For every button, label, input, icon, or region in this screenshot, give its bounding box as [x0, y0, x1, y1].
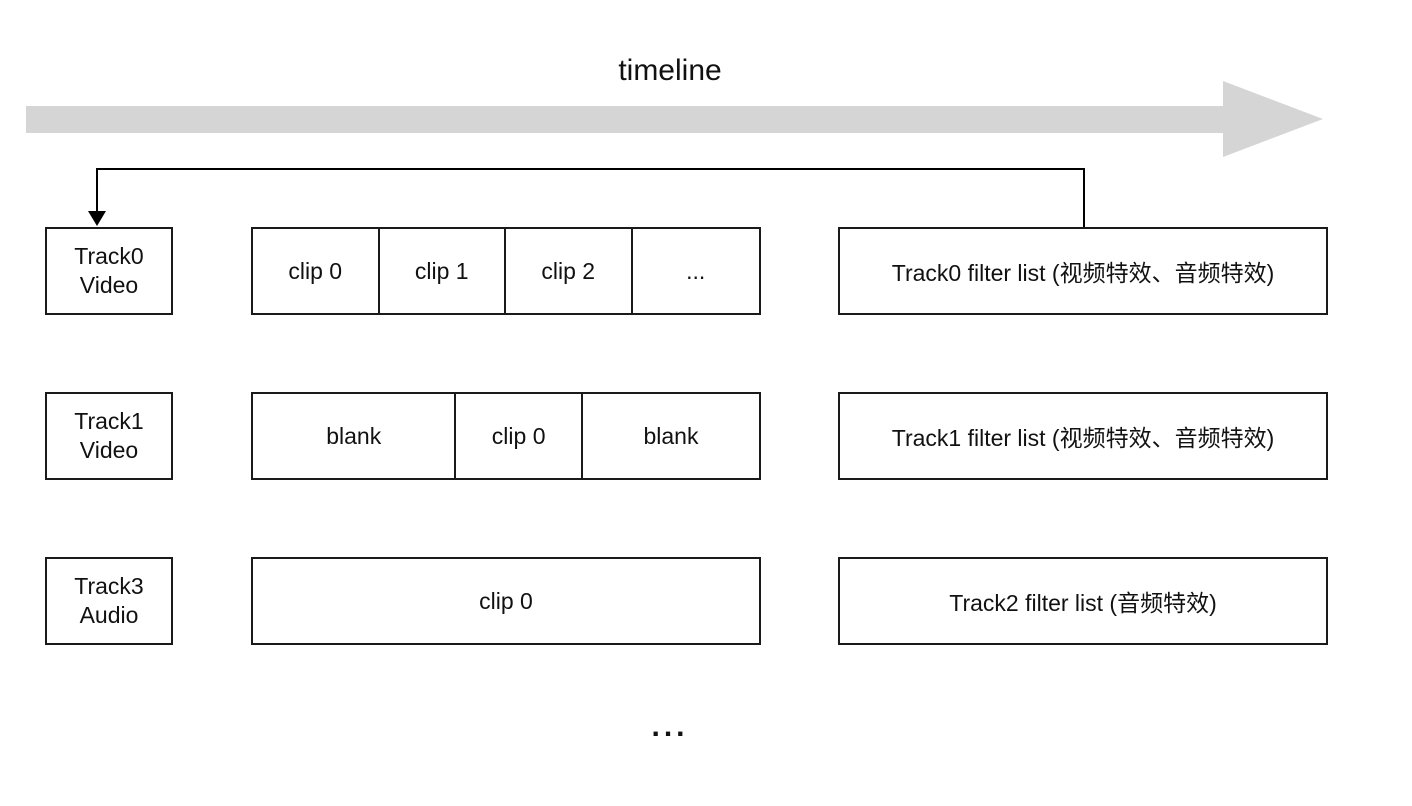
track0-clip-bar: clip 0 clip 1 clip 2 ... — [251, 227, 761, 315]
track0-filter-list-box: Track0 filter list (视频特效、音频特效) — [838, 227, 1328, 315]
more-tracks-ellipsis: ... — [651, 710, 689, 743]
track1-blank-1: blank — [643, 422, 699, 449]
track1-clip-0: clip 0 — [456, 394, 583, 478]
track0-clip-2: clip 2 — [506, 229, 633, 313]
track0-clip-more: ... — [686, 257, 706, 284]
track1-clip-bar: blank clip 0 blank — [251, 392, 761, 480]
track3-audio-box: Track3 Audio — [45, 557, 173, 645]
track1-blank-0: blank — [253, 394, 457, 478]
track0-clip-0: clip 0 — [253, 229, 380, 313]
track1-video-box: Track1 Video — [45, 392, 173, 480]
track2-filter-list-box: Track2 filter list (音频特效) — [838, 557, 1328, 645]
track0-clip-1: clip 1 — [380, 229, 506, 313]
connector-horizontal-line — [96, 168, 1085, 170]
track3-clip-0: clip 0 — [479, 587, 533, 614]
track1-filter-list-box: Track1 filter list (视频特效、音频特效) — [838, 392, 1328, 480]
connector-vertical-line-right — [1083, 168, 1085, 228]
connector-down-arrow-icon — [88, 211, 106, 226]
timeline-title: timeline — [618, 54, 722, 87]
track3-clip-bar: clip 0 — [251, 557, 761, 645]
connector-vertical-line-left — [96, 168, 98, 212]
track0-video-box: Track0 Video — [45, 227, 173, 315]
timeline-arrow-head-icon — [1223, 81, 1323, 157]
timeline-arrow-shaft — [26, 106, 1223, 133]
